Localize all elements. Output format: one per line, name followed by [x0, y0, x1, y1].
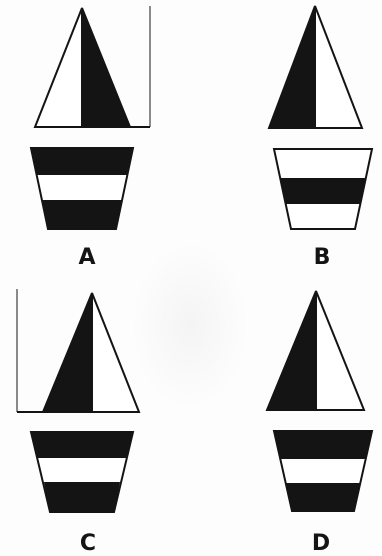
- sail-right-panel: [315, 6, 362, 128]
- sail-left-panel: [35, 8, 82, 127]
- hull-stripe-middle: [37, 175, 127, 200]
- option-d[interactable]: D: [260, 285, 382, 556]
- sailboat-c-icon: [5, 285, 155, 525]
- option-a[interactable]: A: [20, 0, 170, 275]
- option-b[interactable]: B: [260, 0, 382, 275]
- sail-right-panel: [82, 8, 130, 127]
- sailboat-b-icon: [260, 0, 382, 240]
- sail-left-panel: [267, 291, 316, 410]
- sail-right-panel: [92, 293, 139, 412]
- hull-stripe-bottom: [44, 482, 120, 512]
- sail-left-panel: [269, 6, 315, 128]
- sail-left-panel: [43, 293, 92, 412]
- hull-stripe-bottom: [286, 483, 360, 511]
- hull-stripe-bottom: [42, 200, 122, 229]
- sailboat-a-icon: [20, 0, 170, 240]
- hull-stripe-middle: [38, 458, 126, 482]
- hull-stripe-middle: [280, 178, 366, 204]
- hull-stripe-top: [274, 431, 372, 459]
- hull-stripe-middle: [281, 459, 365, 483]
- option-c-label: C: [68, 533, 108, 555]
- option-c[interactable]: C: [5, 285, 155, 556]
- hull-stripe-top: [31, 148, 133, 175]
- option-b-label: B: [302, 247, 342, 269]
- hull-stripe-top: [274, 149, 372, 178]
- sailboat-d-icon: [260, 285, 382, 525]
- sail-right-panel: [316, 291, 364, 410]
- option-a-label: A: [67, 247, 107, 269]
- hull-stripe-top: [31, 432, 133, 458]
- hull-stripe-bottom: [285, 204, 361, 229]
- option-d-label: D: [301, 533, 341, 555]
